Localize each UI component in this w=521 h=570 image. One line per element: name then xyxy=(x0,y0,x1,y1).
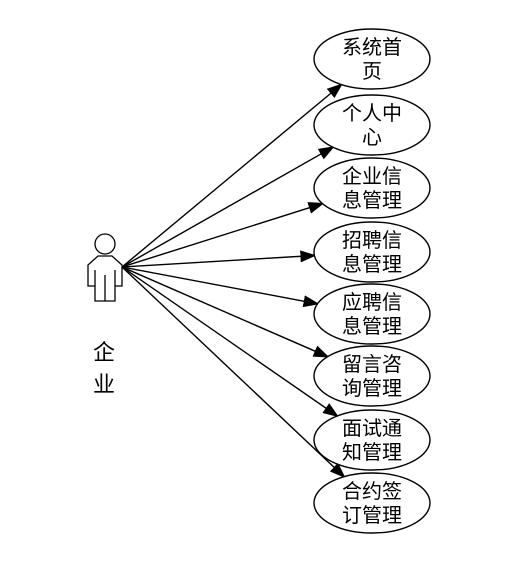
use-case-label-line1: 面试通 xyxy=(342,416,402,440)
use-case-ellipse xyxy=(313,221,431,283)
use-case-ellipse xyxy=(313,157,431,219)
association-arrows xyxy=(121,83,346,479)
association-arrow-2 xyxy=(121,146,335,268)
use-case-label-line2: 心 xyxy=(362,125,382,149)
use-case-ellipse xyxy=(313,409,431,471)
use-case-label-line2: 订管理 xyxy=(342,503,402,527)
use-case-label-line1: 合约签 xyxy=(342,479,402,503)
use-case-label-line1: 系统首 xyxy=(342,35,402,59)
use-case-label-line1: 留言咨 xyxy=(342,352,402,376)
use-case-label-line2: 息管理 xyxy=(342,252,402,276)
use-case-ellipse xyxy=(313,94,431,156)
association-arrow-6 xyxy=(121,266,330,358)
use-case-label-line2: 询管理 xyxy=(342,376,402,400)
association-arrow-4 xyxy=(121,250,317,268)
use-case-label-line1: 应聘信 xyxy=(342,290,402,314)
use-case-ellipse xyxy=(313,472,431,534)
association-arrow-7 xyxy=(121,266,339,418)
use-case-label-line1: 招聘信 xyxy=(342,228,402,252)
association-arrow-3 xyxy=(121,202,325,268)
actor-label-line1: 企 xyxy=(93,341,115,366)
use-case-label-line2: 息管理 xyxy=(342,188,402,212)
actor-label-line2: 业 xyxy=(93,373,115,398)
association-arrow-1 xyxy=(121,83,343,268)
use-case-label-line1: 个人中 xyxy=(342,101,402,125)
use-case-label-line1: 企业信 xyxy=(342,164,402,188)
use-case-ellipse xyxy=(313,345,431,407)
actor-person-icon xyxy=(87,233,123,302)
use-case-ellipse xyxy=(313,283,431,345)
use-case-label-line2: 知管理 xyxy=(342,440,402,464)
use-case-label-line2: 息管理 xyxy=(342,314,402,338)
association-arrow-5 xyxy=(121,266,320,308)
use-case-list: 系统首页个人中心企业信息管理招聘信息管理应聘信息管理留言咨询管理面试通知管理合约… xyxy=(313,28,431,534)
use-case-label-line2: 页 xyxy=(362,59,382,83)
use-case-ellipse xyxy=(313,28,431,90)
association-arrow-8 xyxy=(121,266,346,479)
